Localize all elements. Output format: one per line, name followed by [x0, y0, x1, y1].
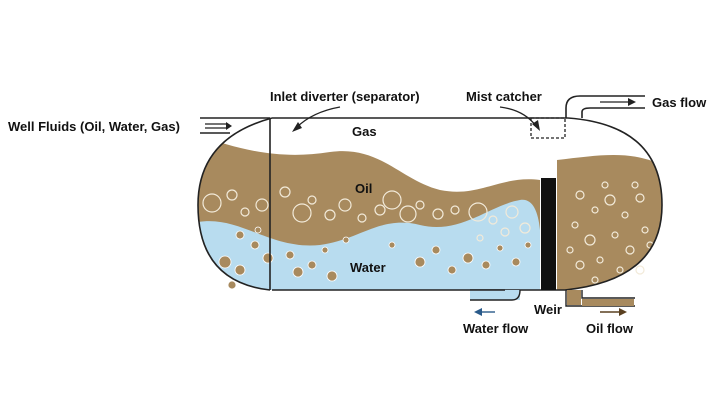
- label-well-fluids: Well Fluids (Oil, Water, Gas): [8, 119, 180, 134]
- gas-bubble: [601, 181, 609, 189]
- oil-droplet: [447, 265, 457, 275]
- oil-droplet: [262, 252, 274, 264]
- gas-bubble: [500, 227, 510, 237]
- oil-droplet: [250, 240, 260, 250]
- gas-bubble: [432, 208, 444, 220]
- gas-bubble: [240, 207, 250, 217]
- gas-bubble: [307, 195, 317, 205]
- gas-bubble: [641, 226, 649, 234]
- label-oil-flow: Oil flow: [586, 321, 634, 336]
- label-water: Water: [350, 260, 386, 275]
- oil-droplet: [496, 244, 504, 252]
- oil-droplet: [227, 280, 237, 290]
- oil-droplet: [326, 270, 338, 282]
- gas-bubbles: [202, 181, 654, 284]
- label-mist-catcher: Mist catcher: [466, 89, 542, 104]
- oil-droplet: [388, 241, 396, 249]
- gas-bubble: [505, 205, 519, 219]
- oil-droplet: [524, 241, 532, 249]
- oil-droplet: [321, 246, 329, 254]
- vessel-contents: [198, 135, 662, 290]
- oil-droplet: [218, 255, 232, 269]
- gas-bubble: [324, 209, 336, 221]
- oil-droplets: [218, 226, 532, 290]
- gas-bubble: [616, 266, 624, 274]
- gas-bubble: [255, 198, 269, 212]
- label-oil: Oil: [355, 181, 372, 196]
- water-outlet-pipe: [470, 289, 521, 316]
- gas-bubble: [611, 231, 619, 239]
- gas-bubble: [399, 205, 417, 223]
- gas-bubble: [591, 276, 599, 284]
- gas-bubble: [575, 190, 585, 200]
- gas-outlet-pipe: [565, 95, 645, 118]
- gas-bubble: [468, 202, 488, 222]
- gas-bubble: [415, 200, 425, 210]
- oil-droplet: [431, 245, 441, 255]
- oil-droplet: [414, 256, 426, 268]
- oil-outlet-pipe: [565, 290, 635, 316]
- weir-plate: [541, 178, 556, 290]
- gas-bubble: [635, 193, 645, 203]
- inlet-flow-arrow: [205, 122, 232, 130]
- gas-bubble: [450, 205, 460, 215]
- gas-bubble: [604, 194, 616, 206]
- gas-bubble: [488, 215, 498, 225]
- gas-flow-arrow: [600, 98, 636, 106]
- oil-droplet: [481, 260, 491, 270]
- gas-bubble: [292, 203, 312, 223]
- oil-droplet: [235, 230, 245, 240]
- label-gas-flow: Gas flow: [652, 95, 707, 110]
- gas-bubble: [621, 211, 629, 219]
- oil-droplet: [285, 250, 295, 260]
- vessel-outline: [197, 117, 663, 291]
- gas-bubble: [226, 189, 238, 201]
- label-inlet-diverter: Inlet diverter (separator): [270, 89, 420, 104]
- gas-bubble: [374, 204, 386, 216]
- gas-bubble: [279, 186, 291, 198]
- gas-bubble: [625, 245, 635, 255]
- gas-bubble: [596, 256, 604, 264]
- oil-droplet: [462, 252, 474, 264]
- oil-droplet: [307, 260, 317, 270]
- gas-bubble: [338, 198, 352, 212]
- oil-droplet: [292, 266, 304, 278]
- label-gas: Gas: [352, 124, 377, 139]
- gas-bubble: [635, 265, 645, 275]
- gas-bubble: [476, 234, 484, 242]
- oil-droplet: [342, 236, 350, 244]
- gas-bubble: [571, 221, 579, 229]
- oil-droplet: [254, 226, 262, 234]
- label-weir: Weir: [534, 302, 562, 317]
- gas-bubble: [357, 213, 367, 223]
- gas-bubble: [382, 190, 402, 210]
- mist-catcher-box: [530, 117, 566, 139]
- oil-droplet: [511, 257, 521, 267]
- gas-bubble: [575, 260, 585, 270]
- gas-bubble: [584, 234, 596, 246]
- gas-bubble: [566, 246, 574, 254]
- label-water-flow: Water flow: [463, 321, 529, 336]
- oil-droplet: [234, 264, 246, 276]
- gas-bubble: [631, 181, 639, 189]
- gas-bubble: [519, 222, 531, 234]
- gas-bubble: [202, 193, 222, 213]
- oil-compartment: [557, 155, 662, 290]
- inlet-pipe: [200, 117, 270, 134]
- gas-bubble: [591, 206, 599, 214]
